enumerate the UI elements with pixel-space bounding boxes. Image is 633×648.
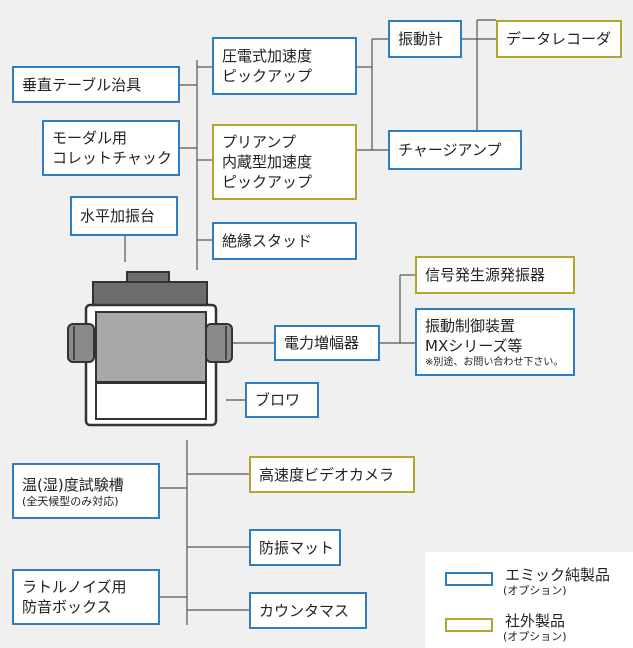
shaker-illustration [67,271,233,427]
signal-generator-label: 信号発生源発振器 [425,266,546,284]
piezo-pickup-label-1: 圧電式加速度 [222,47,313,65]
high-speed-camera-label: 高速度ビデオカメラ [259,465,395,484]
legend-emic-sub: (オプション) [503,584,567,597]
thermal-chamber-box: 温(湿)度試験槽 (全天候型のみ対応) [12,463,160,519]
rattle-noise-box: ラトルノイズ用 防音ボックス [12,569,160,625]
preamp-pickup-label-2: 内蔵型加速度 [222,153,313,171]
insulating-stud-label: 絶縁スタッド [222,232,313,250]
anti-vibration-mat-label: 防振マット [259,538,335,557]
insulating-stud-box: 絶縁スタッド [212,222,357,260]
thermal-chamber-note: (全天候型のみ対応) [22,494,119,508]
preamp-pickup-label-3: ピックアップ [222,173,313,191]
power-amplifier-label: 電力増幅器 [284,334,360,352]
modal-collet-chuck-label-1: モーダル用 [52,129,128,147]
vibration-controller-label-1: 振動制御装置 [425,316,516,335]
data-recorder-label: データレコーダ [506,30,612,48]
counter-mass-label: カウンタマス [259,601,350,620]
rattle-noise-label-2: 防音ボックス [22,598,112,616]
modal-collet-chuck-label-2: コレットチャック [52,149,172,167]
power-amplifier-box: 電力増幅器 [274,325,380,361]
legend-external-swatch [445,618,493,632]
vibration-meter-label: 振動計 [398,30,444,48]
vibration-controller-note: ※別途、お問い合わせ下さい。 [425,356,564,368]
vibration-controller-label-2: MXシリーズ等 [425,336,523,355]
horizontal-shaker-table-box: 水平加振台 [70,196,178,236]
vertical-table-jig-label: 垂直テーブル治具 [22,75,142,94]
legend-emic-swatch [445,572,493,586]
counter-mass-box: カウンタマス [249,592,367,629]
blower-label: ブロワ [255,391,301,409]
preamp-pickup-box: プリアンプ 内蔵型加速度 ピックアップ [212,124,357,200]
data-recorder-box: データレコーダ [496,20,622,58]
legend-emic-label: エミック純製品 [505,566,611,584]
high-speed-camera-box: 高速度ビデオカメラ [249,456,415,493]
vibration-meter-box: 振動計 [388,20,462,58]
piezo-pickup-label-2: ピックアップ [222,67,313,85]
horizontal-shaker-table-label: 水平加振台 [80,207,156,225]
preamp-pickup-label-1: プリアンプ [222,133,296,151]
anti-vibration-mat-box: 防振マット [249,529,341,566]
charge-amp-box: チャージアンプ [388,130,522,170]
legend-external-sub: (オプション) [503,630,567,643]
legend-external-label: 社外製品 [505,612,566,630]
legend: エミック純製品 (オプション) 社外製品 (オプション) [425,552,633,648]
piezo-pickup-box: 圧電式加速度 ピックアップ [212,37,357,95]
rattle-noise-label-1: ラトルノイズ用 [22,578,127,596]
thermal-chamber-label: 温(湿)度試験槽 [22,475,124,494]
vertical-table-jig-box: 垂直テーブル治具 [12,66,180,103]
blower-box: ブロワ [245,382,319,418]
modal-collet-chuck-box: モーダル用 コレットチャック [42,120,180,176]
signal-generator-box: 信号発生源発振器 [415,256,575,294]
vibration-controller-box: 振動制御装置 MXシリーズ等 ※別途、お問い合わせ下さい。 [415,308,575,376]
charge-amp-label: チャージアンプ [398,141,502,159]
